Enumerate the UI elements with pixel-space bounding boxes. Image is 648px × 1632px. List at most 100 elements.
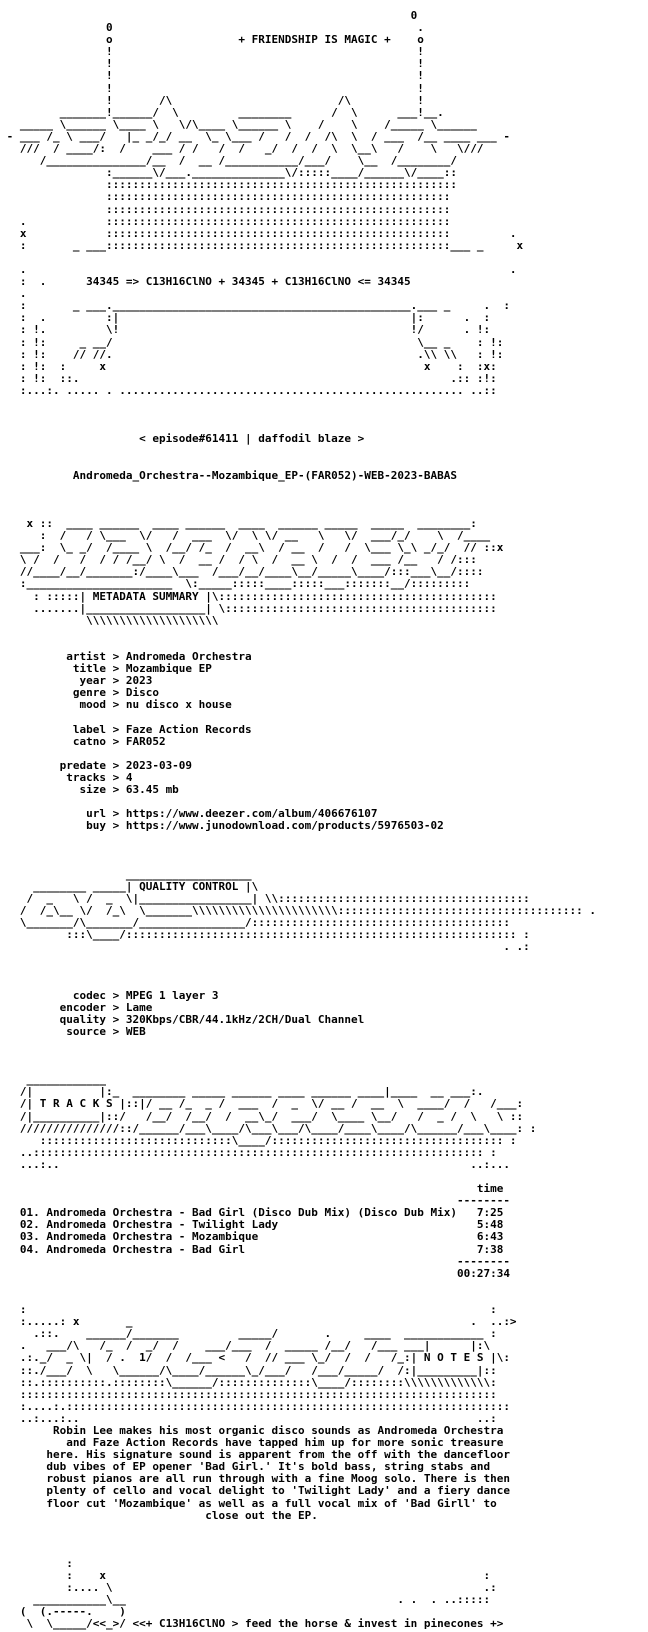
nfo-line: ::::::::::::::::::::::::::::::::::::::::… [0, 1387, 497, 1401]
nfo-line: : !: _ __/ \__ _ : !: [0, 335, 504, 349]
nfo-line: catno > FAR052 [0, 734, 166, 748]
nfo-line: : : [0, 1303, 497, 1317]
nfo-line: .......|__________________| \:::::::::::… [0, 601, 497, 615]
nfo-line: < episode#61411 | daffodil blaze > [0, 432, 365, 446]
nfo-line: : !: : x x : :x: [0, 359, 497, 373]
nfo-line: :______________________ \:_____:::::____… [0, 577, 471, 591]
nfo-line: ::::::::::::::::::::::::::::::::::::::::… [0, 178, 457, 192]
nfo-line: ::::::::::::::::::::::::::::::::::::::::… [0, 202, 451, 216]
nfo-line [0, 397, 648, 409]
nfo-line: \\\\\\\\\\\\\\\\\\\\ [0, 613, 219, 627]
nfo-line: buy > https://www.junodownload.com/produ… [0, 819, 444, 833]
nfo-line: . [0, 287, 27, 301]
nfo-line: genre > Disco [0, 686, 159, 700]
nfo-line: quality > 320Kbps/CBR/44.1kHz/2CH/Dual C… [0, 1012, 365, 1026]
nfo-line: ::.::::::::::.::::::::\______/::::::::::… [0, 1375, 497, 1389]
nfo-line: .::. ______/_______ _____/ . ____ ______… [0, 1327, 497, 1341]
nfo-line: ..::::::::::::::::::::::::::::::::::::::… [0, 1145, 497, 1159]
nfo-line: ( (.-----. ) [0, 1605, 126, 1619]
nfo-line: ! /\ /\ ! [0, 93, 424, 107]
nfo-line: time [0, 1182, 504, 1196]
nfo-line: : . :| |: . : [0, 311, 491, 325]
nfo-line: \ \_____/<<_>/ <<+ C13H16ClNO > feed the… [0, 1617, 504, 1631]
nfo-line [0, 857, 648, 869]
nfo-line: / _ \ / _ \|_________________| \\:::::::… [0, 891, 530, 905]
nfo-line: url > https://www.deezer.com/album/40667… [0, 807, 378, 821]
nfo-line: /_______________/__ / __ /___________/__… [0, 154, 457, 168]
nfo-line: 0 . [0, 21, 424, 35]
nfo-line [0, 409, 648, 421]
nfo-line: : :::::| METADATA SUMMARY |\::::::::::::… [0, 589, 497, 603]
nfo-line [0, 445, 648, 457]
nfo-line: /| |:_ ________ _____ ______ ____ ______… [0, 1085, 484, 1099]
nfo-line [0, 1546, 648, 1558]
nfo-line: _____ \______ \____ \ \/\____ \______ \ … [0, 117, 477, 131]
nfo-line: ...:.. ..:... [0, 1157, 510, 1171]
nfo-line: / /_\__ \/ /_\ \_______\\\\\\\\\\\\\\\\\… [0, 903, 597, 917]
nfo-line [0, 482, 648, 494]
nfo-line: : / / \___ \/ / ___ \/ \ \/ __ \ \/ ___/… [0, 529, 491, 543]
nfo-line [0, 711, 648, 723]
nfo-line: : . 34345 => C13H16ClNO + 34345 + C13H16… [0, 275, 411, 289]
nfo-line: ::::::::::::::::::::::::::::::::::::::::… [0, 190, 451, 204]
nfo-line: : !: ::. .:: :!: [0, 371, 497, 385]
nfo-line: source > WEB [0, 1024, 146, 1038]
nfo-line [0, 953, 648, 965]
nfo-line: - ___ /_ \ ___/ |_ _/_/ __ \_ \___ / / /… [0, 129, 510, 143]
nfo-line [0, 1050, 648, 1062]
nfo-line: mood > nu disco x house [0, 698, 232, 712]
nfo-line: : !. \! !/ . !: [0, 323, 491, 337]
nfo-line: :.....: x _ . ..:> [0, 1315, 517, 1329]
nfo-line: : _ ___:::::::::::::::::::::::::::::::::… [0, 238, 524, 252]
nfo-line: \_______/\_______/________________/:::::… [0, 916, 510, 930]
nfo-line: .:._/ _ \| / . 1/ / /___ < / // ___ \_/ … [0, 1351, 510, 1365]
nfo-line [0, 965, 648, 977]
nfo-line: :______\/___.______________\/:::::____/_… [0, 166, 457, 180]
nfo-line: ________ _____| QUALITY CONTROL |\ [0, 879, 259, 893]
nfo-line: tracks > 4 [0, 770, 133, 784]
nfo-line [0, 1038, 648, 1050]
nfo-line: and Faze Action Records have tapped him … [0, 1436, 504, 1450]
nfo-line: o + FRIENDSHIP IS MAGIC + o [0, 33, 424, 47]
nfo-line: codec > MPEG 1 layer 3 [0, 988, 219, 1002]
nfo-line: title > Mozambique EP [0, 662, 212, 676]
nfo-line: . ::::::::::::::::::::::::::::::::::::::… [0, 214, 451, 228]
nfo-line: : _ ___.________________________________… [0, 299, 510, 313]
nfo-line: :.... \ .: [0, 1581, 497, 1595]
nfo-line: :....:.:::::::::::::::::::::::::::::::::… [0, 1399, 510, 1413]
nfo-line [0, 844, 648, 856]
nfo-line [0, 978, 648, 990]
nfo-line: -------- [0, 1194, 510, 1208]
nfo-line: //____/__/_______:/____\___ /___/__/____… [0, 565, 484, 579]
nfo-line: :::\____/:::::::::::::::::::::::::::::::… [0, 928, 530, 942]
nfo-line: dub vibes of EP opener 'Bad Girl.' It's … [0, 1460, 491, 1474]
nfo-line: . ___/\ /_ / _/ / ___/___ / _____ /__/ /… [0, 1339, 491, 1353]
nfo-line [0, 832, 648, 844]
nfo-line: x ::::::::::::::::::::::::::::::::::::::… [0, 226, 517, 240]
nfo-line: ! ! [0, 57, 424, 71]
nfo-line: ___________\__ . . . ..::::: [0, 1593, 491, 1607]
nfo-line: robust pianos are all run through with a… [0, 1472, 510, 1486]
nfo-document: 0 0 . o + FRIENDSHIP IS MAGIC + o ! ! [0, 10, 648, 1631]
nfo-line: 03. Andromeda Orchestra - Mozambique 6:4… [0, 1230, 504, 1244]
nfo-line: 0 [0, 10, 418, 22]
nfo-line: encoder > Lame [0, 1000, 153, 1014]
nfo-line: /|__________|::/ /__/ /__/ / __\_/ ___/ … [0, 1109, 524, 1123]
nfo-line: _______!______/ \ ________ / \ ___!__. [0, 105, 444, 119]
nfo-line [0, 494, 648, 506]
nfo-line: ! ! [0, 69, 424, 83]
nfo-line: Andromeda_Orchestra--Mozambique_EP-(FAR0… [0, 468, 457, 482]
nfo-line: 02. Andromeda Orchestra - Twilight Lady … [0, 1218, 504, 1232]
nfo-line: 04. Andromeda Orchestra - Bad Girl 7:38 [0, 1242, 504, 1256]
nfo-line: \ / / / / / /__/ \ / __ / / \ / __ \ / /… [0, 553, 477, 567]
nfo-line: here. His signature sound is apparent fr… [0, 1448, 510, 1462]
nfo-line: floor cut 'Mozambique' as well as a full… [0, 1496, 497, 1510]
nfo-line: . . [0, 262, 517, 276]
nfo-line: ___________________ [0, 867, 252, 881]
nfo-line [0, 748, 648, 760]
nfo-line: -------- [0, 1254, 510, 1268]
nfo-line [0, 627, 648, 639]
nfo-line: /// / ____/: / ___ / / / / _/ / / \ \__\… [0, 142, 484, 156]
nfo-line: ///////////////::/______/___\____/\___\_… [0, 1121, 537, 1135]
nfo-line: 01. Andromeda Orchestra - Bad Girl (Disc… [0, 1206, 504, 1220]
